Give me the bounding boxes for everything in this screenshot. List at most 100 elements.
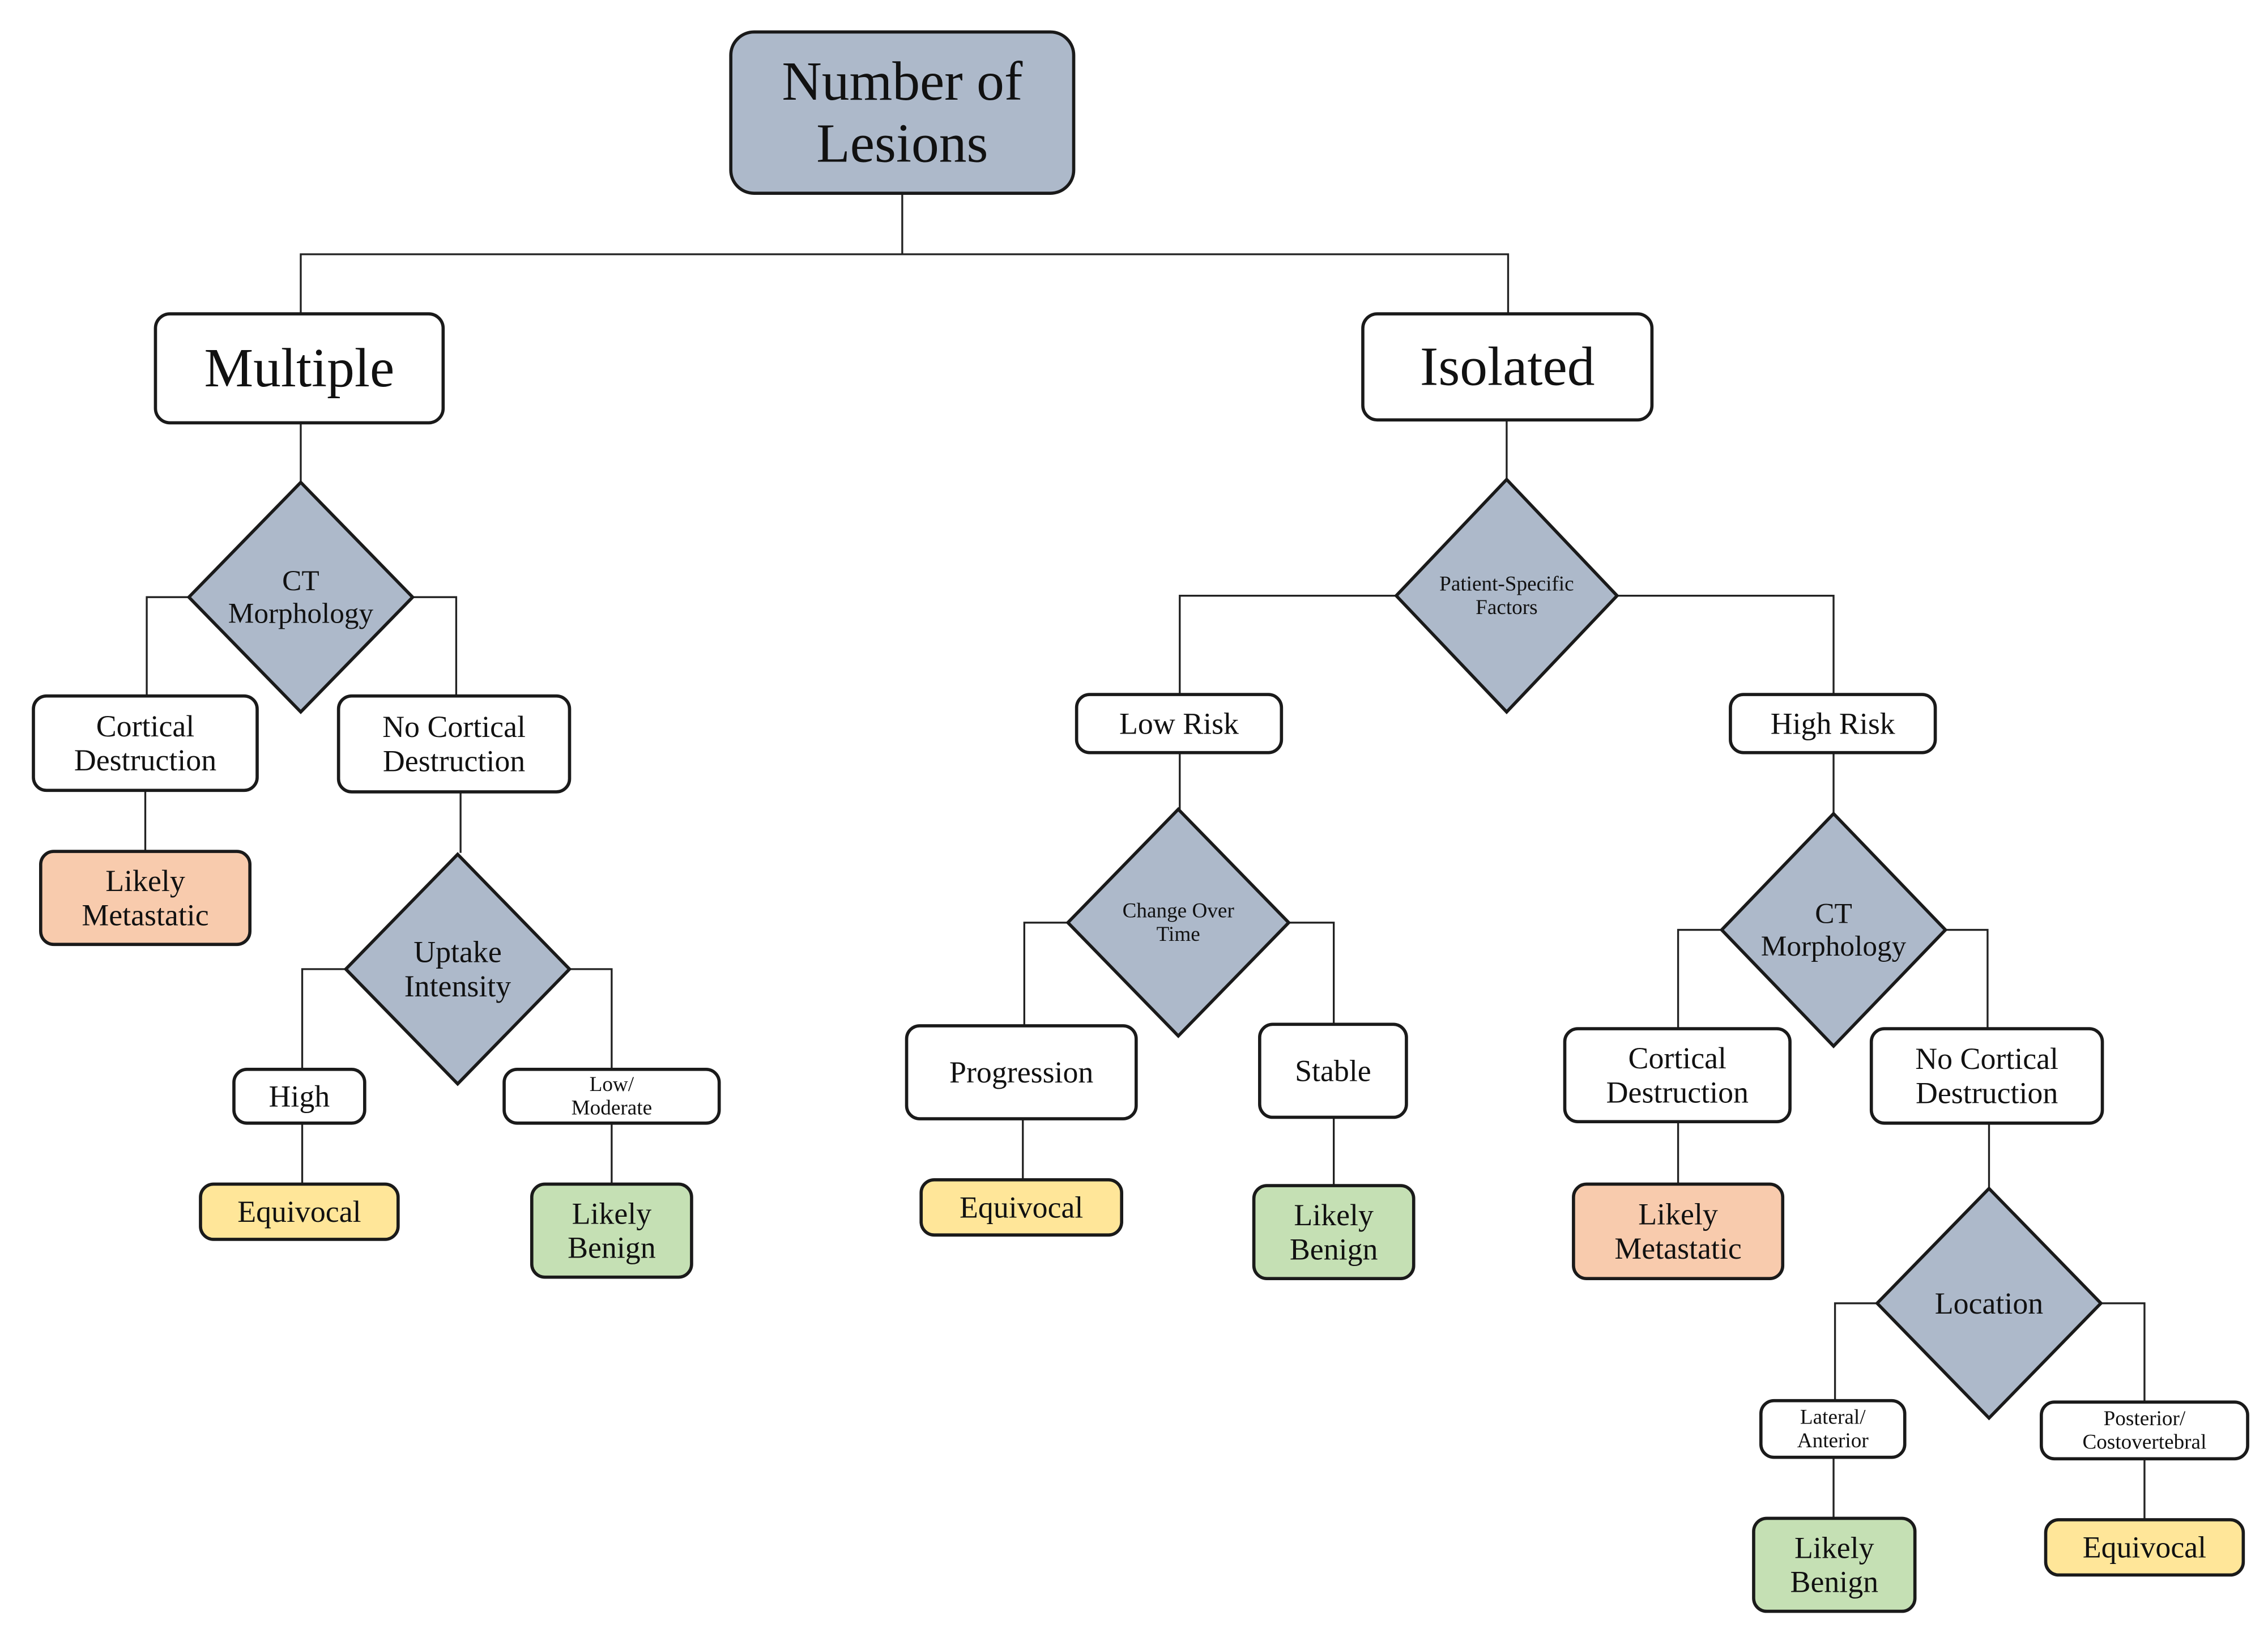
low-risk-node-shape [1075,693,1284,755]
progression-equivocal-outcome: Equivocal [919,1178,1124,1237]
multiple-ct-morphology-decision-label-line-1: CT [282,565,319,597]
connector-change-right [1289,922,1335,1025]
uptake-low-moderate-node-shape [502,1068,721,1125]
isolated-likely-metastatic-outcome-shape [1572,1182,1785,1281]
low-risk-node-label: Low Risk [1119,706,1239,740]
location-decision: Location [1875,1186,2103,1421]
low-risk-node: Low Risk [1075,693,1284,755]
location-decision-shape [1875,1186,2103,1421]
multiple-ct-morphology-decision-label-line-2: Morphology [228,597,374,629]
change-over-time-decision-shape [1065,807,1291,1038]
stable-node: Stable [1258,1022,1408,1119]
isolated-ct-morphology-decision-label-line-2: Morphology [1761,930,1907,962]
stable-likely-benign-outcome-label-line-2: Benign [1290,1232,1378,1266]
patient-specific-factors-decision-shape [1394,477,1619,714]
multiple-no-cortical-destruction-node-label-line-1: No Cortical [382,710,526,744]
patient-specific-factors-decision-label-line-2: Factors [1476,596,1537,619]
isolated-cortical-destruction-node-label-line-2: Destruction [1606,1075,1749,1109]
connector-location-right [2100,1302,2146,1403]
multiple-likely-metastatic-outcome-label-line-1: Likely [105,864,185,898]
connector-lines [144,193,2146,1520]
lateral-anterior-node: Lateral/Anterior [1759,1399,1907,1459]
uptake-high-node-shape [232,1068,366,1125]
connector-multiple-ct-left [146,596,191,696]
posterior-costovertebral-node: Posterior/Costovertebral [2040,1400,2249,1461]
multiple-likely-metastatic-outcome-label-line-2: Metastatic [82,898,208,932]
connector-root-branches [300,253,1510,314]
multiple-no-cortical-destruction-node-shape [336,694,572,794]
diagram-nodes: Number ofLesionsMultipleCTMorphologyCort… [32,30,2249,1613]
progression-node-label: Progression [949,1055,1093,1089]
isolated-likely-metastatic-outcome-label-line-1: Likely [1638,1197,1718,1231]
change-over-time-decision-label-line-1: Change Over [1123,899,1235,922]
uptake-high-node-label: High [269,1079,330,1113]
multiple-ct-morphology-decision-shape [186,480,415,714]
lateral-likely-benign-outcome-label-line-2: Benign [1790,1565,1879,1599]
connector-factors-right [1615,594,1835,695]
lateral-anterior-node-label-line-1: Lateral/ [1800,1405,1866,1429]
multiple-cortical-destruction-node-shape [32,694,259,792]
posterior-equivocal-outcome: Equivocal [2044,1518,2245,1577]
multiple-cortical-destruction-node-label-line-2: Destruction [74,743,216,777]
multiple-node-label: Multiple [204,338,395,399]
high-risk-node-label: High Risk [1771,706,1895,740]
uptake-low-moderate-node: Low/Moderate [502,1068,721,1125]
root-node-label-line-2: Lesions [816,113,988,174]
root-node-label-line-1: Number of [782,51,1022,112]
connector-location-left [1834,1302,1879,1401]
lateral-likely-benign-outcome-shape [1752,1516,1917,1613]
uptake-high-equivocal-outcome-label: Equivocal [237,1195,361,1229]
isolated-likely-metastatic-outcome-label-line-2: Metastatic [1614,1231,1741,1265]
isolated-node: Isolated [1361,312,1654,422]
multiple-likely-metastatic-outcome-shape [39,850,252,947]
posterior-costovertebral-node-label-line-1: Posterior/ [2104,1407,2186,1430]
uptake-intensity-decision-shape [343,852,572,1086]
patient-specific-factors-decision-label-line-1: Patient-Specific [1439,572,1574,595]
connector-change-left [1023,922,1069,1026]
connector-ct2-right [1943,928,1989,1029]
stable-likely-benign-outcome-shape [1252,1184,1416,1281]
progression-equivocal-outcome-label: Equivocal [960,1191,1083,1225]
stable-node-shape [1258,1022,1408,1119]
multiple-node-shape [154,312,445,425]
isolated-no-cortical-destruction-node-label-line-2: Destruction [1916,1076,2058,1110]
multiple-cortical-destruction-node-label-line-1: Cortical [96,709,195,743]
change-over-time-decision-label-line-2: Time [1157,923,1200,946]
isolated-node-label: Isolated [1420,336,1595,398]
connector-multiple-ct-right [411,596,458,696]
posterior-costovertebral-node-shape [2040,1400,2249,1461]
isolated-no-cortical-destruction-node-shape [1869,1027,2104,1125]
connector-factors-left [1179,594,1396,695]
isolated-cortical-destruction-node-shape [1563,1027,1792,1124]
uptake-high-node: High [232,1068,366,1125]
stable-node-label: Stable [1295,1054,1371,1088]
uptake-low-moderate-node-label-line-1: Low/ [590,1073,634,1096]
isolated-ct-morphology-decision-label-line-1: CT [1815,897,1852,930]
connector-uptake-left [301,968,348,1069]
stable-likely-benign-outcome-label-line-1: Likely [1294,1198,1374,1232]
high-risk-node-shape [1729,693,1937,755]
uptake-low-likely-benign-outcome-label-line-1: Likely [572,1196,652,1230]
lateral-anterior-node-shape [1759,1399,1907,1459]
posterior-equivocal-outcome-shape [2044,1518,2245,1577]
isolated-ct-morphology-decision-shape [1719,811,1948,1048]
uptake-intensity-decision-label-line-2: Intensity [404,969,511,1003]
isolated-node-shape [1361,312,1654,422]
progression-node-shape [905,1024,1138,1120]
uptake-low-moderate-node-label-line-2: Moderate [572,1097,653,1120]
